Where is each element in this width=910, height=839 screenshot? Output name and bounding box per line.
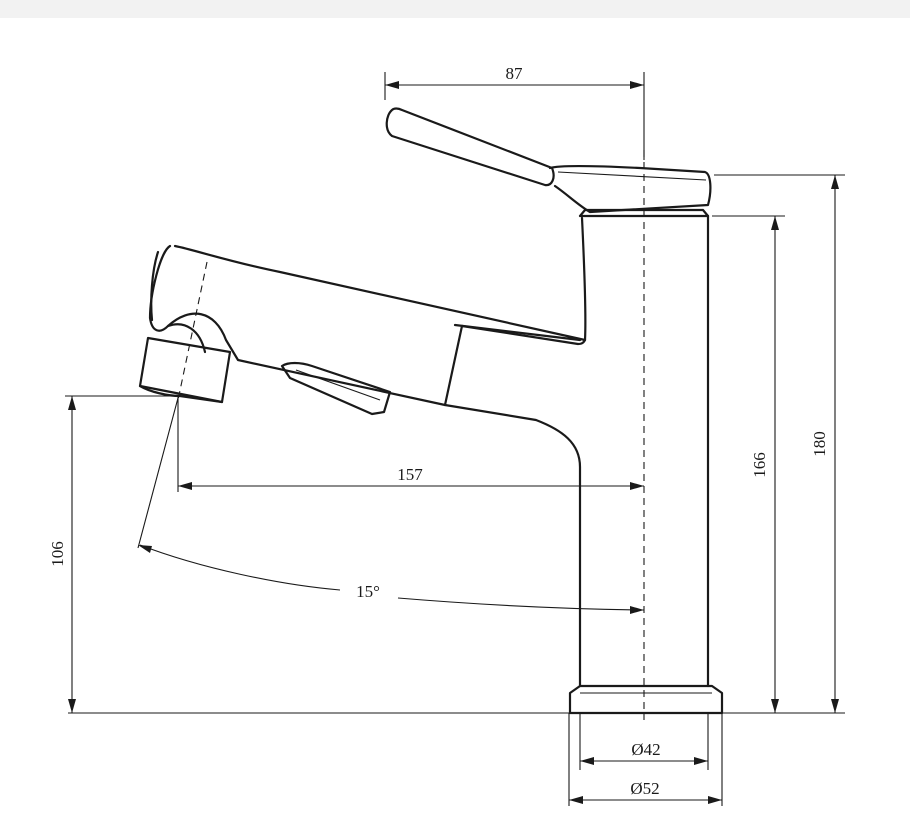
top-band [0, 0, 910, 18]
dim-swivel-angle: 15° [137, 397, 645, 614]
dim-spout-reach: 157 [177, 396, 644, 492]
lever-handle [385, 107, 555, 187]
dim-swivel-angle-label: 15° [356, 582, 380, 601]
dim-diameter-outer-label: Ø52 [630, 779, 659, 798]
dim-total-height-label: 180 [810, 431, 829, 457]
dim-spout-height: 106 [48, 395, 180, 713]
spray-button [280, 361, 392, 416]
dim-handle-offset: 87 [384, 64, 645, 160]
dim-diameter-inner: Ø42 [579, 713, 709, 770]
dim-body-height-label: 166 [750, 452, 769, 478]
dim-spout-reach-label: 157 [397, 465, 423, 484]
faucet-body [443, 214, 710, 688]
dim-diameter-outer: Ø52 [568, 713, 723, 806]
spout-body [173, 216, 587, 342]
dim-handle-offset-label: 87 [506, 64, 524, 83]
center-lines [177, 150, 645, 720]
dim-total-height: 180 [714, 174, 845, 713]
dim-diameter-inner-label: Ø42 [631, 740, 660, 759]
dim-body-height: 166 [712, 215, 785, 713]
faucet-outline [138, 107, 724, 715]
dim-spout-height-label: 106 [48, 541, 67, 567]
faucet-base [568, 684, 724, 715]
spray-head [148, 244, 464, 407]
lever-housing [548, 165, 712, 214]
